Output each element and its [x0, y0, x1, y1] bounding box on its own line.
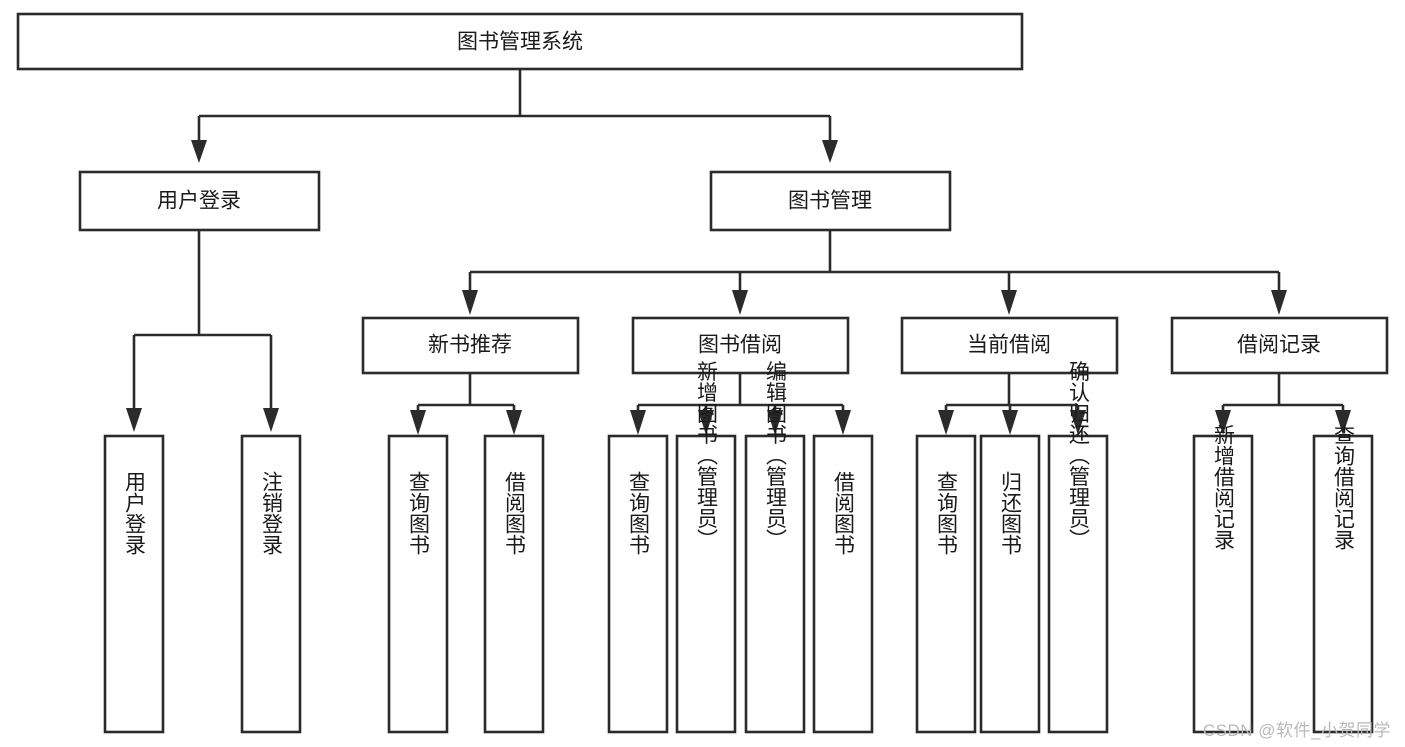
node-new-book-rec-box	[361, 316, 580, 375]
arrowhead-leaf-edit-book	[767, 410, 783, 435]
node-borrow-record-label: 借阅记录	[1237, 334, 1321, 357]
leaf-query-book-3-box	[915, 434, 977, 734]
leaf-query-book-2-box	[607, 434, 669, 734]
node-user-login-label: 用户登录	[157, 190, 241, 213]
arrowhead-leaf-query-book-2	[630, 410, 646, 435]
leaf-return-book[interactable]: 归还图书	[979, 434, 1041, 734]
leaf-query-book-3[interactable]: 查询图书	[915, 434, 977, 734]
leaf-borrow-book-1[interactable]: 借阅图书	[483, 434, 545, 734]
leaf-add-record-label: 新增借阅记录	[1212, 424, 1236, 550]
leaf-add-record-box	[1192, 434, 1254, 734]
arrowhead-leaf-user-login	[126, 408, 142, 432]
leaf-query-book-1[interactable]: 查询图书	[387, 434, 449, 734]
leaf-query-book-1-label: 查询图书	[407, 471, 431, 555]
leaf-borrow-book-2-label: 借阅图书	[832, 471, 856, 555]
arrowhead-leaf-confirm-return	[1070, 410, 1086, 435]
node-borrow-record[interactable]: 借阅记录	[1170, 316, 1389, 375]
node-root-label: 图书管理系统	[457, 31, 583, 54]
node-current-borrow-label: 当前借阅	[967, 334, 1051, 357]
node-new-book-rec-label: 新书推荐	[428, 334, 512, 357]
node-book-borrow-box	[631, 316, 850, 375]
leaf-user-logout[interactable]: 注销登录	[240, 434, 302, 734]
arrowhead-leaf-add-book	[698, 410, 714, 435]
leaf-user-login-box	[103, 434, 165, 734]
arrowhead-borrow-record	[1271, 290, 1287, 315]
arrowhead-leaf-user-logout	[263, 408, 279, 432]
node-root-box	[16, 12, 1024, 71]
leaf-user-logout-box	[240, 434, 302, 734]
arrowhead-user-login	[191, 140, 207, 163]
leaf-add-book-label: 新增图书（管理员）	[695, 361, 719, 550]
arrowhead-leaf-borrow-book-1	[506, 410, 522, 435]
node-current-borrow[interactable]: 当前借阅	[900, 316, 1119, 375]
leaf-confirm-return-box	[1047, 434, 1109, 734]
csdn-watermark: CSDN @软件_小贺同学	[1202, 721, 1391, 740]
leaf-query-record-label: 查询借阅记录	[1332, 424, 1356, 550]
leaf-user-login[interactable]: 用户登录	[103, 434, 165, 734]
node-user-login[interactable]: 用户登录	[78, 170, 321, 232]
leaf-borrow-book-2[interactable]: 借阅图书	[812, 434, 874, 734]
arrowhead-book-borrow	[732, 290, 748, 315]
arrowhead-current-borrow	[1001, 290, 1017, 315]
arrowhead-leaf-add-record	[1215, 410, 1231, 435]
node-new-book-rec[interactable]: 新书推荐	[361, 316, 580, 375]
node-book-borrow[interactable]: 图书借阅	[631, 316, 850, 375]
leaf-query-book-2[interactable]: 查询图书	[607, 434, 669, 734]
leaf-add-book-box	[675, 434, 737, 734]
leaf-query-record-box	[1312, 434, 1374, 734]
leaf-borrow-book-1-box	[483, 434, 545, 734]
leaf-query-book-1-box	[387, 434, 449, 734]
leaf-query-book-2-label: 查询图书	[627, 471, 651, 555]
leaf-borrow-book-1-label: 借阅图书	[503, 471, 527, 555]
leaf-borrow-book-2-box	[812, 434, 874, 734]
arrowhead-leaf-borrow-book-2	[835, 410, 851, 435]
arrowhead-leaf-query-record	[1335, 410, 1351, 435]
node-book-borrow-label: 图书借阅	[698, 334, 782, 357]
leaf-edit-book-box	[744, 434, 806, 734]
arrowhead-leaf-query-book-1	[410, 410, 426, 435]
leaf-user-login-label: 用户登录	[123, 471, 147, 555]
leaf-edit-book[interactable]: 编辑图书（管理员）	[744, 361, 806, 734]
leaf-user-logout-label: 注销登录	[260, 471, 284, 555]
leaf-confirm-return[interactable]: 确认归还（管理员）	[1047, 361, 1109, 734]
arrowhead-leaf-query-book-3	[938, 410, 954, 435]
leaf-query-record[interactable]: 查询借阅记录	[1312, 424, 1374, 734]
leaf-return-book-box	[979, 434, 1041, 734]
leaf-return-book-label: 归还图书	[999, 471, 1023, 555]
node-book-manage-label: 图书管理	[788, 190, 872, 213]
node-root[interactable]: 图书管理系统	[16, 12, 1024, 71]
arrowhead-new-book-rec	[462, 290, 478, 315]
node-current-borrow-box	[900, 316, 1119, 375]
node-book-manage[interactable]: 图书管理	[709, 170, 952, 232]
arrowhead-leaf-return-book	[1002, 410, 1018, 435]
leaf-add-record[interactable]: 新增借阅记录	[1192, 424, 1254, 734]
leaf-confirm-return-label: 确认归还（管理员）	[1067, 361, 1091, 550]
leaf-edit-book-label: 编辑图书（管理员）	[764, 361, 788, 550]
node-book-manage-box	[709, 170, 952, 232]
leaf-add-book[interactable]: 新增图书（管理员）	[675, 361, 737, 734]
leaf-query-book-3-label: 查询图书	[935, 471, 959, 555]
arrowhead-book-manage	[822, 140, 838, 163]
